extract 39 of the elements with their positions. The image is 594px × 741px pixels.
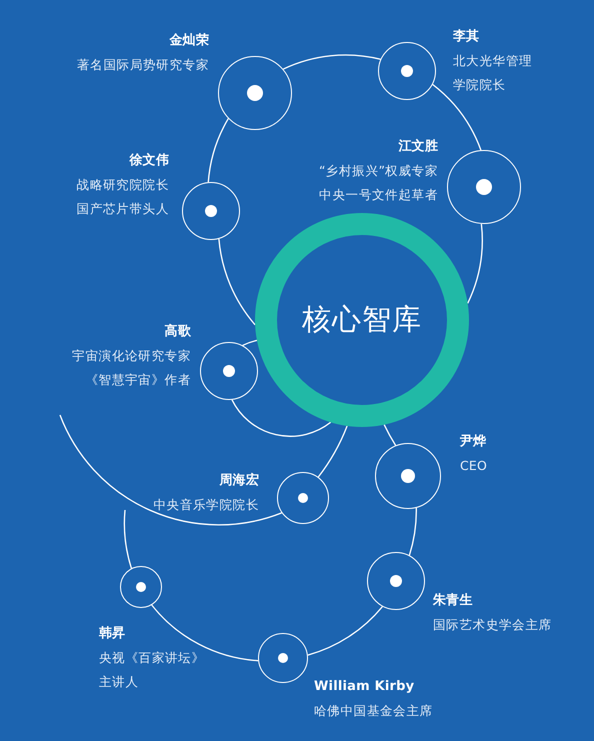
connector-line: [432, 84, 482, 150]
connector-line: [218, 238, 256, 326]
role-text: CEO: [460, 457, 488, 475]
person-name: 李其: [453, 28, 480, 46]
core-label: 核心智库: [302, 301, 422, 338]
role-text: 战略研究院院长: [76, 176, 169, 194]
person-name: 徐文伟: [128, 152, 169, 170]
person-name: 周海宏: [218, 472, 259, 490]
person-name: 金灿荣: [168, 32, 209, 50]
connector-line: [283, 54, 381, 70]
role-text: 著名国际局势研究专家: [76, 56, 209, 74]
person-name: 韩昇: [99, 625, 126, 643]
connector-line: [231, 399, 332, 437]
connector-line: [151, 604, 258, 662]
connector-line: [467, 224, 483, 304]
role-text: 《智慧宇宙》作者: [84, 371, 191, 389]
person-name: 朱青生: [433, 592, 474, 610]
connector-line: [124, 510, 132, 568]
role-text: 中央音乐学院院长: [152, 496, 259, 514]
role-text: 国产芯片带头人: [76, 200, 169, 218]
connector-line: [308, 606, 383, 656]
connector-line: [59, 414, 282, 526]
role-text: 中央一号文件起草者: [318, 186, 438, 204]
role-text: 国际艺术史学会主席: [433, 616, 553, 634]
person-name: William Kirby: [314, 678, 416, 696]
connector-line: [384, 424, 396, 446]
connector-line: [242, 340, 258, 346]
role-text: 北大光华管理学院院长: [453, 52, 534, 94]
role-text: 哈佛中国基金会主席: [314, 702, 434, 720]
person-name: 尹烨: [460, 433, 488, 451]
person-name: 江文胜: [397, 138, 438, 156]
role-text: 宇宙演化论研究专家: [71, 347, 191, 365]
person-name: 高歌: [164, 322, 191, 341]
role-text: “乡村振兴”权威专家: [318, 162, 438, 180]
connector-line: [408, 508, 417, 556]
connector-line: [318, 426, 348, 478]
connector-line: [208, 118, 229, 182]
core-ring: [255, 213, 469, 427]
role-text: 央视《百家讲坛》主讲人: [99, 649, 206, 691]
